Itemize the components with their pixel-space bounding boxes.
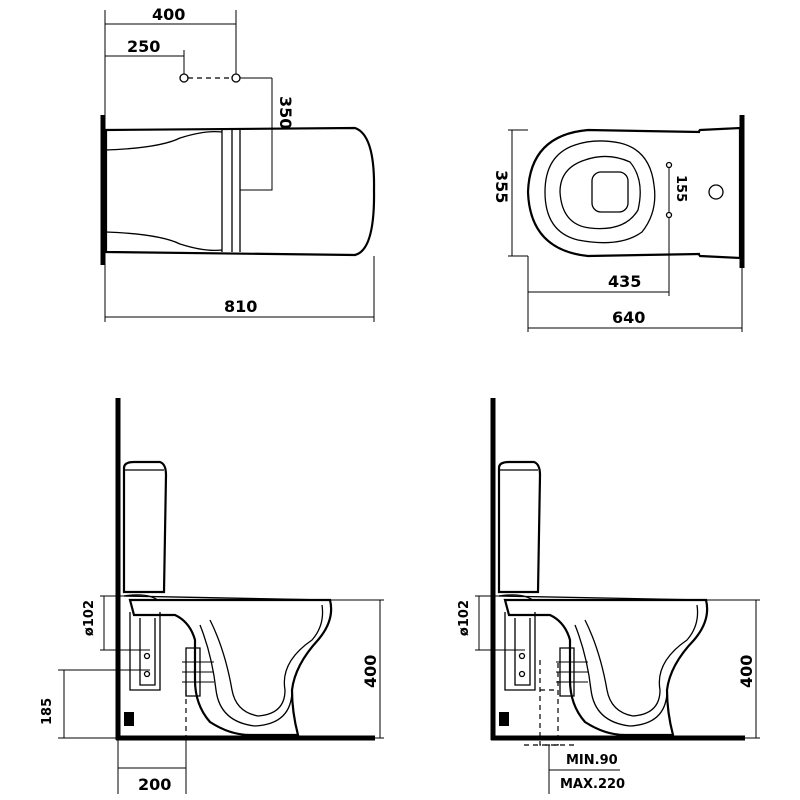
pipe-hole-right	[231, 73, 241, 83]
dim-diameter-102: ø102	[82, 600, 97, 636]
floor-fixing	[499, 712, 509, 726]
side-view-wall: ø102 400 MIN.90 MAX.220	[457, 398, 760, 794]
cistern-outline	[694, 126, 742, 260]
pipe-hole-left	[179, 73, 189, 83]
dim-435: 435	[608, 272, 641, 291]
cistern-side	[497, 460, 542, 594]
min-90-label: MIN.90	[566, 753, 618, 768]
bowl-side	[128, 598, 333, 737]
dim-155: 155	[673, 175, 688, 202]
dim-diameter-102: ø102	[457, 600, 472, 636]
dim-400-floor: 400	[361, 655, 380, 688]
outlet-square	[591, 171, 629, 213]
dim-400-wall: 400	[737, 655, 756, 688]
dim-810: 810	[224, 297, 257, 316]
dim-250: 250	[127, 37, 160, 56]
dim-640: 640	[612, 308, 645, 327]
floor-fixing	[124, 712, 134, 726]
flush-hole	[708, 184, 724, 200]
dim-355: 355	[492, 170, 511, 203]
dim-400-top: 400	[152, 5, 185, 24]
side-view-floor: ø102 185 400 200	[40, 398, 384, 794]
dim-185: 185	[40, 698, 55, 725]
dim-350: 350	[276, 96, 295, 129]
dim-200: 200	[138, 775, 171, 794]
bowl-side	[503, 598, 709, 737]
bowl-outline	[526, 128, 701, 258]
top-view: 400 250 350 810	[100, 5, 376, 322]
cistern-side	[122, 460, 168, 594]
plan-view: 155 355 435 640	[492, 115, 745, 332]
max-220-label: MAX.220	[560, 777, 625, 792]
